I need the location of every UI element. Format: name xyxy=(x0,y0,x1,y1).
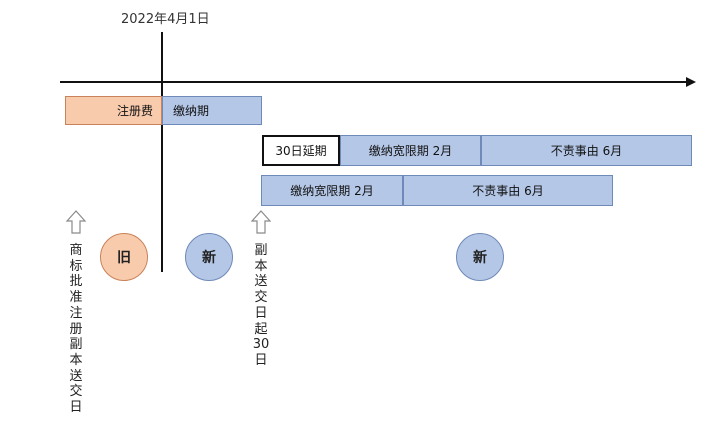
new-circle-left: 新 xyxy=(185,233,233,281)
date-label: 2022年4月1日 xyxy=(121,12,210,27)
new-label-right: 新 xyxy=(473,250,487,266)
axis-arrow-icon xyxy=(686,77,696,87)
date-line xyxy=(161,32,163,272)
payment-period-label: 缴纳期 xyxy=(173,104,210,118)
extension-bar: 30日延期 xyxy=(262,135,340,166)
force-majeure-bar-new: 不责事由 6月 xyxy=(403,175,613,206)
grace-period-label: 缴纳宽限期 2月 xyxy=(368,144,453,158)
extension-label: 30日延期 xyxy=(275,144,327,158)
new-circle-right: 新 xyxy=(456,233,504,281)
force-majeure-label-new: 不责事由 6月 xyxy=(472,184,544,198)
grace-period-bar: 缴纳宽限期 2月 xyxy=(340,135,481,166)
thirty-days-text: 副本送交日起30日 xyxy=(252,243,270,368)
registration-copy-date-text: 商标批准注册副本送交日 xyxy=(69,243,83,416)
old-circle: 旧 xyxy=(100,233,148,281)
new-label-left: 新 xyxy=(202,250,216,266)
force-majeure-label: 不责事由 6月 xyxy=(550,144,623,158)
up-arrow-icon xyxy=(251,210,271,234)
payment-period-bar: 缴纳期 xyxy=(162,96,262,125)
timeline-axis xyxy=(60,81,690,83)
registration-fee-label: 注册费 xyxy=(116,104,153,118)
up-arrow-icon xyxy=(66,210,86,234)
grace-period-bar-new: 缴纳宽限期 2月 xyxy=(261,175,403,206)
force-majeure-bar: 不责事由 6月 xyxy=(481,135,692,166)
grace-period-label-new: 缴纳宽限期 2月 xyxy=(290,184,374,198)
registration-fee-bar: 注册费 xyxy=(65,96,162,125)
old-label: 旧 xyxy=(117,250,131,266)
